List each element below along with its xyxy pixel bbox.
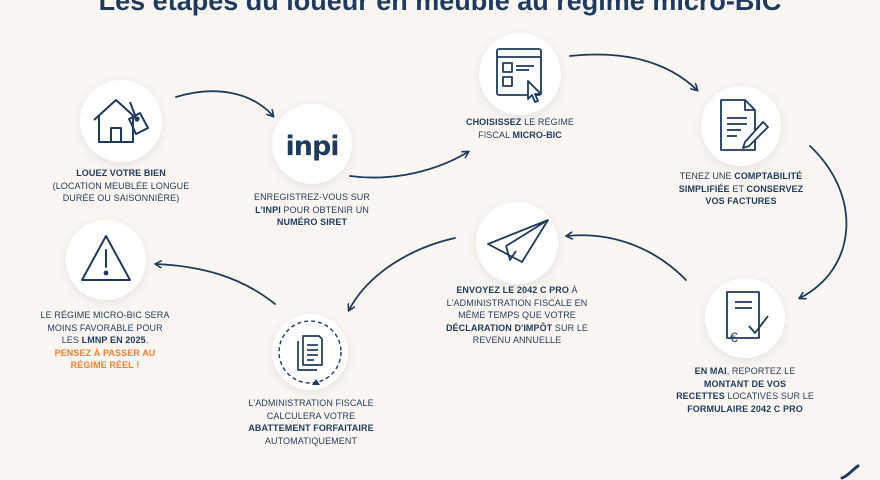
step-6-text: ENVOYEZ LE 2042 C PRO À L'ADMINISTRATION… <box>445 285 589 345</box>
arrow-7-to-8 <box>156 264 276 305</box>
document-pen-icon <box>701 86 781 166</box>
step-3-text: CHOISISSEZ LE RÉGIME FISCAL MICRO-BIC <box>465 117 575 140</box>
page-title: Les étapes du loueur en meublé au régime… <box>98 0 782 16</box>
step-2-text: ENREGISTREZ-VOUS SUR L'INPI POUR OBTENIR… <box>253 192 370 227</box>
arrow-1-to-2 <box>175 90 273 116</box>
documents-cycle-icon <box>272 314 348 390</box>
arrow-5-to-6 <box>567 235 687 281</box>
arrow-4-to-5 <box>800 145 848 298</box>
paper-plane-icon <box>476 202 558 284</box>
euro-check-document-icon: € <box>705 278 785 358</box>
arrow-2-to-3 <box>349 152 468 179</box>
warning-icon <box>66 220 146 300</box>
arrow-6-to-7 <box>349 237 456 310</box>
corner-decoration <box>840 464 860 480</box>
step-8-text: LE RÉGIME MICRO-BIC SERA MOINS FAVORABLE… <box>40 310 170 370</box>
step-4-text: TENEZ UNE COMPTABILITÉ SIMPLIFIÉE ET CON… <box>678 171 804 206</box>
form-click-icon <box>479 33 561 115</box>
svg-text:€: € <box>730 329 738 345</box>
arrow-3-to-4 <box>569 53 697 90</box>
house-tag-icon <box>80 80 162 162</box>
inpi-logo: inpi <box>272 104 352 184</box>
step-7-text: L'ADMINISTRATION FISCALE CALCULERA VOTRE… <box>248 398 374 446</box>
inpi-logo-text: inpi <box>285 131 339 162</box>
step-5-text: EN MAI, REPORTEZ LE MONTANT DE VOS RECET… <box>676 366 814 414</box>
step-1-text: LOUEZ VOTRE BIEN (LOCATION MEUBLÉE LONGU… <box>52 168 190 203</box>
